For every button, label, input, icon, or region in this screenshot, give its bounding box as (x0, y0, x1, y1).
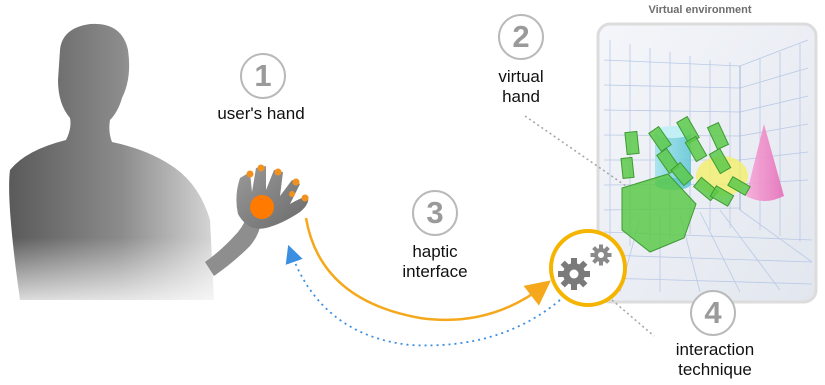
step-number-2: 2 (498, 14, 544, 60)
step-label-haptic-interface: haptic interface (402, 242, 468, 281)
environment-title: Virtual environment (648, 4, 752, 16)
person-silhouette (0, 20, 230, 310)
step-number-3: 3 (412, 190, 458, 236)
virtual-environment-panel (596, 22, 818, 304)
virtual-hand-icon (620, 115, 751, 253)
step-label-users-hand: user's hand (217, 104, 305, 123)
virtual-hand-connector (524, 115, 627, 187)
step-number-4: 4 (690, 290, 736, 336)
haptic-forward-arrow (304, 217, 551, 322)
step-label-virtual-hand: virtual hand (498, 67, 544, 106)
gear-icon (549, 229, 627, 307)
haptic-feedback-arrow (285, 244, 561, 347)
interaction-technique-connector (611, 299, 655, 337)
user-hand-icon (205, 164, 309, 276)
step-label-interaction-technique: interaction technique (675, 340, 755, 379)
step-number-1: 1 (240, 53, 286, 99)
